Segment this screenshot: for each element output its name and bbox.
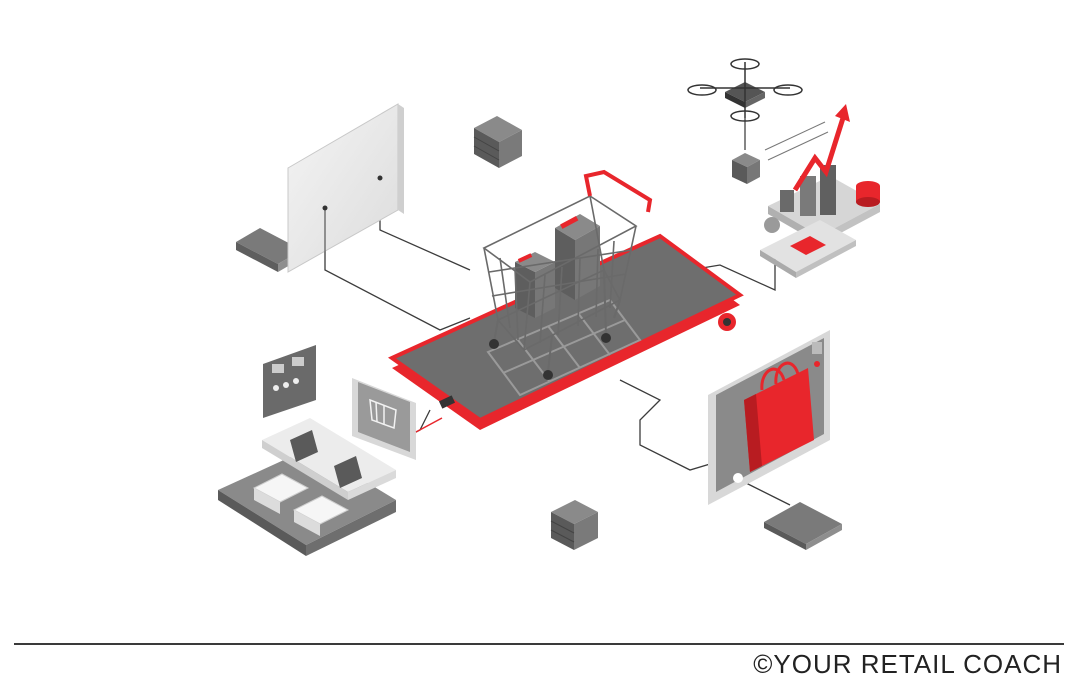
copyright-brand: ©YOUR RETAIL COACH <box>753 649 1062 679</box>
store-counter-icon <box>218 418 396 556</box>
chart-up-icon <box>760 104 880 278</box>
info-panel <box>263 345 316 418</box>
cart-screen-panel <box>352 378 443 460</box>
server-block-bottom-right <box>764 502 842 550</box>
shopping-bag-icon <box>708 330 830 505</box>
drone-icon <box>687 58 829 184</box>
omnichannel-retail-illustration <box>218 58 880 556</box>
footer-divider <box>14 643 1064 645</box>
server-block-bottom <box>550 500 598 550</box>
shopping-cart-icon <box>482 169 653 380</box>
desktop-monitor-icon <box>236 103 404 273</box>
server-icon <box>473 116 522 168</box>
